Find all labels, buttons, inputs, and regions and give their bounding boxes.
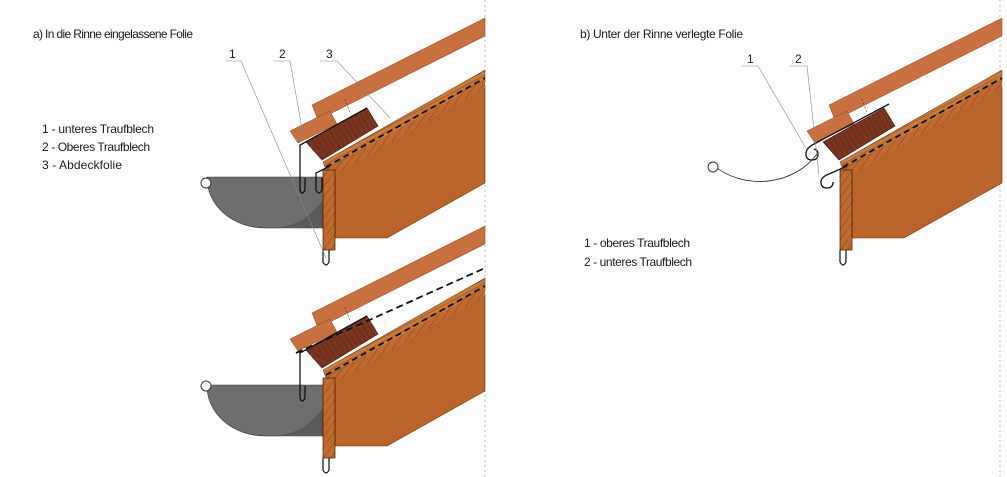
cover-foil xyxy=(295,267,486,354)
legend-a-item-3: 3 - Abdeckfolie xyxy=(42,158,122,172)
legend-a-item-2: 2 - Oberes Traufblech xyxy=(42,140,150,154)
gutter-bead xyxy=(707,161,719,173)
callout-2: 2 xyxy=(279,47,286,61)
panel-a-top-assembly: 1 2 3 xyxy=(200,17,486,266)
gutter-bead xyxy=(200,177,212,189)
legend-b-item-1: 1 - oberes Traufblech xyxy=(584,236,690,250)
panel-a-bottom-assembly xyxy=(200,225,486,474)
gutter-bead xyxy=(200,380,212,392)
panel-a-title: a) In die Rinne eingelassene Folie xyxy=(33,27,193,41)
callout-leaders-b xyxy=(742,65,820,176)
lower-eave-flashing xyxy=(315,165,331,194)
callout-leaders-a xyxy=(225,60,391,259)
panel-b-title: b) Unter der Rinne verlegte Folie xyxy=(580,27,743,41)
fascia-hook xyxy=(322,250,330,266)
upper-eave-flashing xyxy=(299,107,368,194)
panel-b-assembly: 1 2 xyxy=(707,17,1003,266)
legend-b-item-2: 2 - unteres Traufblech xyxy=(584,255,692,269)
callout-1: 1 xyxy=(229,47,236,61)
callout-2: 2 xyxy=(795,52,802,66)
gutter xyxy=(206,384,326,437)
callout-3: 3 xyxy=(326,47,333,61)
gutter-shadow xyxy=(265,195,325,229)
lower-eave-flashing xyxy=(820,165,848,189)
legend-a-item-1: 1 - unteres Traufblech xyxy=(42,122,154,136)
callout-1: 1 xyxy=(747,52,754,66)
gutter xyxy=(206,176,326,229)
gutter-outline xyxy=(712,153,818,182)
